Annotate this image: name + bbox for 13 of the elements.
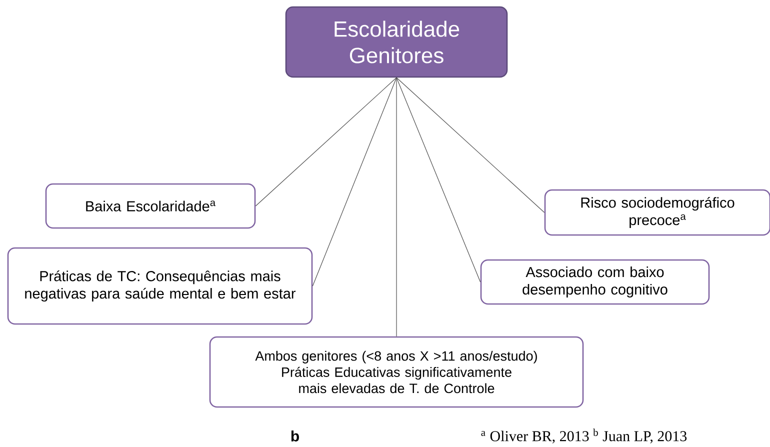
title-box: Escolaridade Genitores (285, 6, 508, 78)
connector-line (396, 77, 545, 213)
text-box: Práticas de TC: Consequências mais negativas para saúde mental e bem estar (7, 247, 313, 325)
connector-line (255, 77, 397, 206)
text-box: Baixa Escolaridade$^{a}$ (45, 183, 256, 229)
text-box: Risco sociodemográfico precoce$^{a}$ (544, 189, 770, 236)
connector-line (396, 77, 481, 282)
connector-line (312, 77, 397, 286)
reference-note: $^{a}$ Oliver BR, 2013 $^{b}$ Juan LP, 2013 (481, 428, 687, 444)
text-box: Associado com baixo desempenho cognitivo (480, 259, 710, 305)
panel-letter: b (291, 430, 299, 442)
connector-line (396, 77, 397, 337)
text-box: Ambos genitores (<8 anos X >11 anos/estudo) Práticas Educativas significativamente mais elevadas de T. de Controle (209, 336, 584, 408)
